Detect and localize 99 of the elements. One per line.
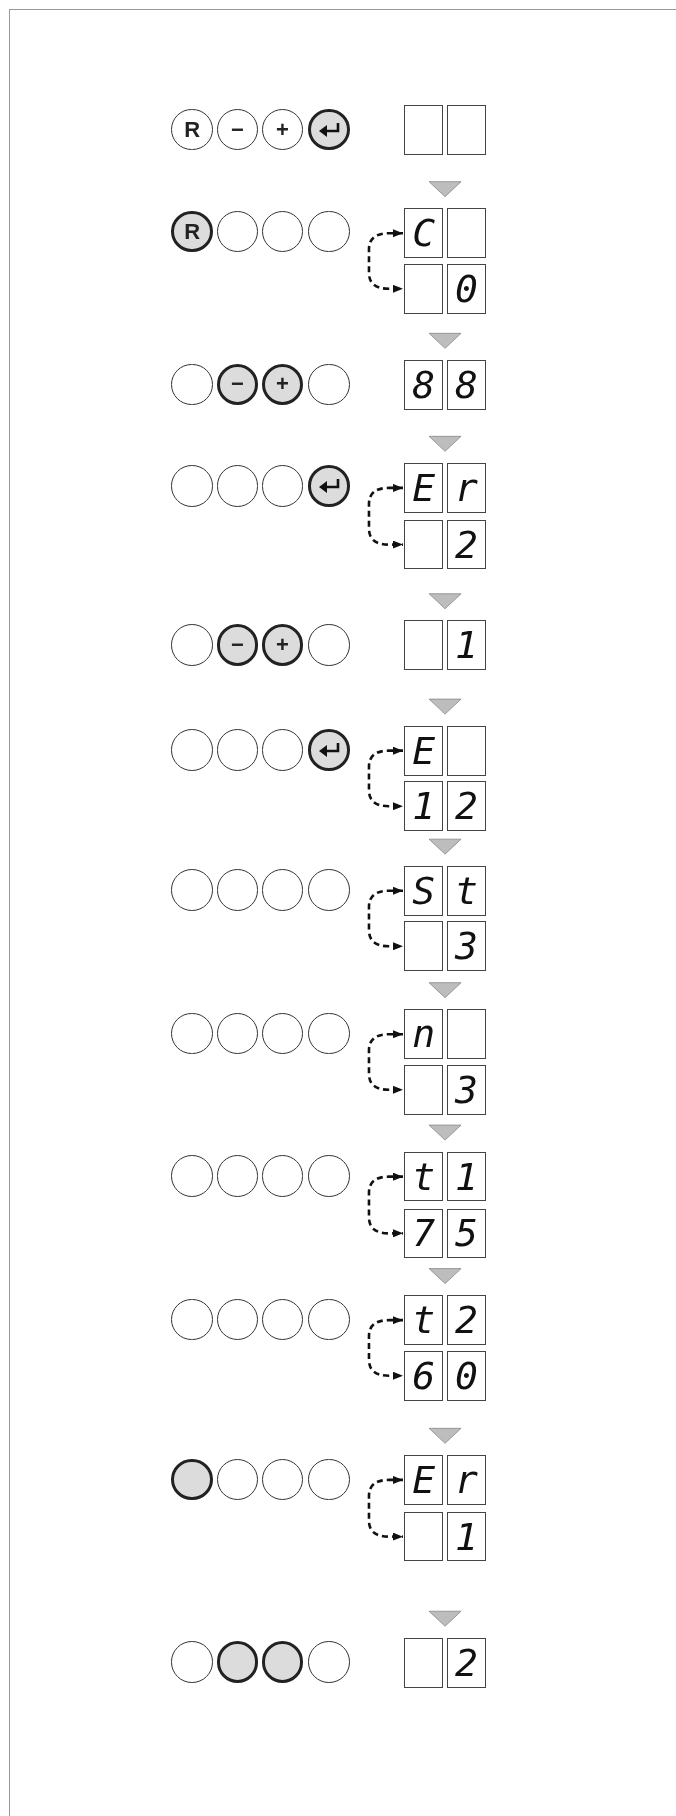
display-digit <box>404 105 444 156</box>
round-button: R <box>171 108 213 151</box>
round-button <box>261 1155 304 1197</box>
display-digit: 2 <box>446 519 487 570</box>
direction-arrow <box>428 698 462 715</box>
direction-arrow <box>428 593 462 610</box>
display-digit: 1 <box>446 1151 487 1202</box>
display-digit: 0 <box>446 263 487 314</box>
round-button: + <box>261 363 304 406</box>
display-digit: 8 <box>446 360 487 410</box>
round-button: + <box>261 108 304 151</box>
round-button <box>171 1155 213 1197</box>
round-button <box>171 363 213 406</box>
display-digit: 2 <box>446 1295 487 1346</box>
round-button: − <box>216 623 259 666</box>
dashed-arrow <box>367 1475 403 1541</box>
round-button <box>261 1641 304 1684</box>
display-digit: 6 <box>404 1350 444 1401</box>
display-digit <box>404 1511 444 1562</box>
display-digit <box>404 1064 444 1115</box>
dashed-arrow <box>367 1030 403 1094</box>
direction-arrow <box>428 435 462 452</box>
direction-arrow <box>428 332 462 349</box>
display-digit <box>404 921 444 972</box>
round-button <box>261 729 304 771</box>
round-button <box>171 1458 213 1501</box>
direction-arrow <box>428 1124 462 1141</box>
display-digit: E <box>404 725 444 776</box>
round-button: − <box>216 363 259 406</box>
round-button <box>171 465 213 507</box>
round-button: + <box>261 623 304 666</box>
round-button <box>307 1012 350 1055</box>
round-button <box>307 623 350 666</box>
direction-arrow <box>428 1610 462 1627</box>
display-digit: 1 <box>404 781 444 832</box>
dashed-arrow <box>367 1172 403 1238</box>
display-digit <box>404 1637 444 1688</box>
display-digit: n <box>404 1009 444 1060</box>
round-button <box>307 1298 350 1341</box>
dashed-arrow <box>367 229 403 293</box>
round-button <box>261 465 304 507</box>
display-digit: 0 <box>446 1350 487 1401</box>
round-button <box>171 869 213 911</box>
display-digit: t <box>446 865 487 916</box>
direction-arrow <box>428 181 462 198</box>
round-button <box>171 729 213 771</box>
display-digit: C <box>404 208 444 259</box>
direction-arrow <box>428 1427 462 1444</box>
round-button <box>216 869 259 911</box>
round-button <box>307 465 350 507</box>
display-digit <box>446 208 487 259</box>
direction-arrow <box>428 838 462 855</box>
dashed-arrow <box>367 886 403 951</box>
round-button <box>171 1298 213 1341</box>
round-button <box>307 729 350 771</box>
display-digit: 2 <box>446 1637 487 1688</box>
round-button <box>171 1012 213 1055</box>
display-digit: 7 <box>404 1208 444 1259</box>
round-button <box>216 1641 259 1684</box>
round-button <box>307 210 350 253</box>
dashed-arrow <box>367 746 403 811</box>
dashed-arrow <box>367 1316 403 1380</box>
direction-arrow <box>428 982 462 999</box>
round-button <box>216 729 259 771</box>
round-button <box>307 1641 350 1684</box>
display-digit: t <box>404 1151 444 1202</box>
display-digit: 5 <box>446 1208 487 1259</box>
display-digit: 8 <box>404 360 444 410</box>
round-button <box>307 1458 350 1501</box>
display-digit <box>404 263 444 314</box>
round-button <box>261 869 304 911</box>
display-digit: r <box>446 463 487 513</box>
round-button <box>171 1641 213 1684</box>
display-digit: 2 <box>446 781 487 832</box>
display-digit: t <box>404 1295 444 1346</box>
display-digit <box>446 105 487 156</box>
round-button: − <box>216 108 259 151</box>
direction-arrow <box>428 1268 462 1284</box>
display-digit <box>404 620 444 671</box>
round-button <box>216 465 259 507</box>
round-button: R <box>171 210 213 253</box>
round-button <box>307 869 350 911</box>
display-digit: r <box>446 1455 487 1505</box>
display-digit <box>446 1009 487 1060</box>
round-button <box>171 623 213 666</box>
display-digit <box>446 725 487 776</box>
dashed-arrow <box>367 483 403 549</box>
display-digit: 1 <box>446 1511 487 1562</box>
round-button <box>216 1155 259 1197</box>
display-digit: E <box>404 463 444 513</box>
display-digit: 3 <box>446 921 487 972</box>
round-button <box>307 363 350 406</box>
display-digit: 1 <box>446 620 487 671</box>
display-digit: E <box>404 1455 444 1505</box>
round-button <box>307 1155 350 1197</box>
display-digit: S <box>404 865 444 916</box>
round-button <box>307 108 350 151</box>
display-digit: 3 <box>446 1064 487 1115</box>
display-digit <box>404 519 444 570</box>
